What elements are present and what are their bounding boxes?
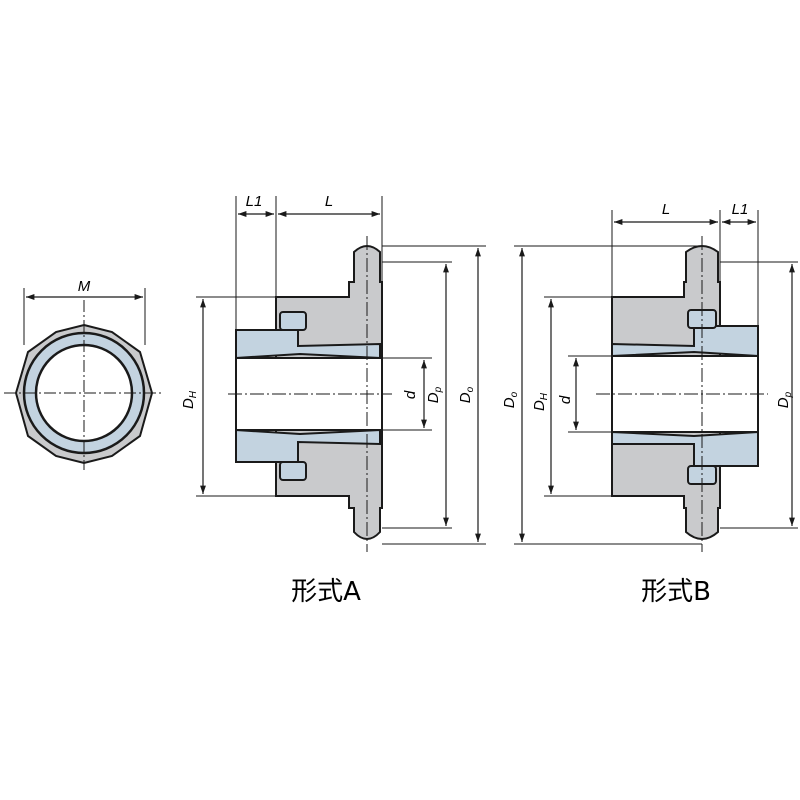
type-a-bolt-top: [279, 311, 307, 331]
type-b-view: L L1 Do DH d Dp 形式B: [501, 201, 798, 607]
type-a-d-label: d: [402, 390, 419, 399]
type-b-bush-bottom: [611, 430, 759, 467]
type-b-dh-label: DH: [531, 392, 550, 411]
type-b-d-label: d: [557, 395, 574, 404]
m-label: M: [78, 278, 91, 295]
type-b-caption: 形式B: [641, 577, 711, 607]
type-a-l-label: L: [325, 193, 333, 210]
type-a-bush-bottom: [235, 428, 381, 463]
type-a-do-label: Do: [457, 386, 476, 403]
front-view: M: [4, 278, 164, 470]
type-a-dh-label: DH: [180, 390, 199, 409]
type-b-l-label: L: [662, 201, 670, 218]
type-a-caption: 形式A: [291, 577, 361, 607]
type-a-view: L1 L DH d Dp Do 形式A: [180, 193, 486, 607]
type-a-dp-label: Dp: [425, 386, 444, 403]
type-a-bolt-bottom: [279, 461, 307, 481]
type-b-do-label: Do: [501, 391, 520, 408]
type-a-l1-label: L1: [246, 193, 263, 210]
type-b-dp-label: Dp: [775, 391, 794, 408]
type-b-l1-label: L1: [732, 201, 749, 218]
